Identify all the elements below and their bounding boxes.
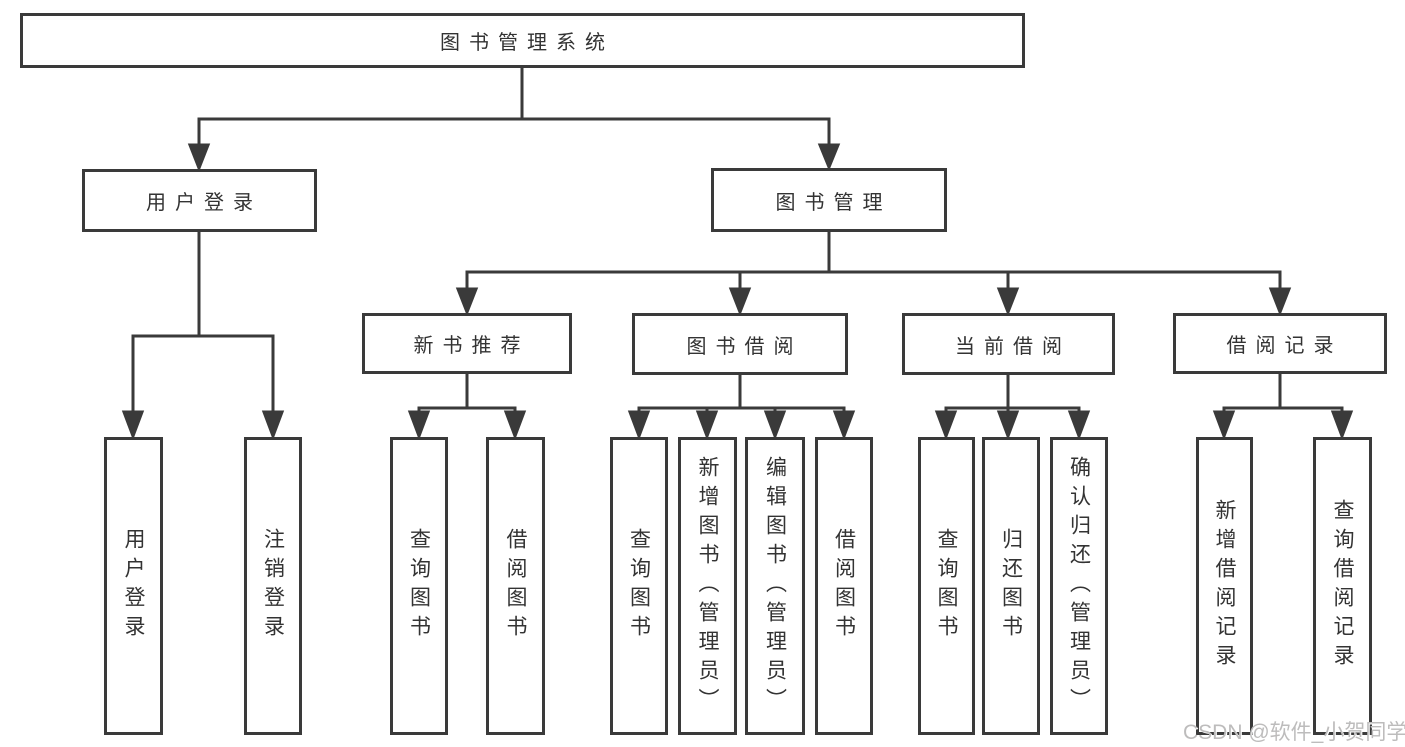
connector-root-to-level2 (187, 68, 841, 173)
leaf-query-borrow-record: 查询借阅记录 (1313, 437, 1372, 735)
node-borrow-records: 借阅记录 (1173, 313, 1387, 374)
node-book-borrow: 图书借阅 (632, 313, 848, 375)
leaf-add-book-admin-label: 新增图书（管理员） (696, 455, 720, 717)
leaf-borrow-books-borrow-label: 借阅图书 (832, 528, 856, 644)
leaf-query-books-current: 查询图书 (918, 437, 975, 735)
leaf-edit-book-admin: 编辑图书（管理员） (745, 437, 805, 735)
leaf-add-book-admin: 新增图书（管理员） (678, 437, 737, 735)
node-user-login-label: 用户登录 (146, 192, 262, 214)
leaf-add-borrow-record: 新增借阅记录 (1196, 437, 1253, 735)
node-book-management: 图书管理 (711, 168, 947, 232)
leaf-query-books-recommend: 查询图书 (390, 437, 448, 735)
connector-book-borrow-to-leaves (627, 375, 856, 441)
leaf-query-borrow-record-label: 查询借阅记录 (1331, 499, 1355, 673)
node-root-label: 图书管理系统 (440, 32, 614, 54)
leaf-edit-book-admin-label: 编辑图书（管理员） (763, 455, 787, 717)
connector-current-borrow-to-leaves (934, 375, 1091, 441)
node-book-borrow-label: 图书借阅 (686, 335, 803, 358)
leaf-borrow-books-borrow: 借阅图书 (815, 437, 873, 735)
leaf-logout-login: 注销登录 (244, 437, 302, 735)
node-new-book-recommend: 新书推荐 (362, 313, 572, 374)
connector-user-login-to-leaves (121, 232, 285, 441)
leaf-return-book: 归还图书 (982, 437, 1040, 735)
leaf-user-login-label: 用户登录 (122, 528, 146, 644)
node-book-management-label: 图书管理 (775, 191, 892, 214)
leaf-query-books-borrow-label: 查询图书 (627, 528, 651, 644)
leaf-user-login: 用户登录 (104, 437, 163, 735)
node-root: 图书管理系统 (20, 13, 1025, 68)
leaf-return-book-label: 归还图书 (999, 528, 1023, 644)
node-borrow-records-label: 借阅记录 (1226, 335, 1343, 357)
leaf-borrow-books-recommend-label: 借阅图书 (504, 528, 528, 644)
csdn-watermark: CSDN @软件_小贺同学 (1183, 721, 1405, 744)
leaf-confirm-return-admin: 确认归还（管理员） (1050, 437, 1108, 735)
leaf-query-books-recommend-label: 查询图书 (407, 528, 431, 644)
connector-borrow-records-to-leaves (1212, 374, 1354, 441)
connector-book-management-to-level3 (455, 232, 1292, 317)
leaf-add-borrow-record-label: 新增借阅记录 (1213, 499, 1237, 673)
leaf-confirm-return-admin-label: 确认归还（管理员） (1067, 455, 1091, 717)
node-new-book-recommend-label: 新书推荐 (413, 335, 530, 357)
node-user-login: 用户登录 (82, 169, 317, 232)
leaf-borrow-books-recommend: 借阅图书 (486, 437, 545, 735)
leaf-query-books-borrow: 查询图书 (610, 437, 668, 735)
node-current-borrow: 当前借阅 (902, 313, 1115, 375)
leaf-logout-login-label: 注销登录 (261, 528, 285, 644)
leaf-query-books-current-label: 查询图书 (935, 528, 959, 644)
node-current-borrow-label: 当前借阅 (955, 335, 1071, 358)
connector-new-book-recommend-to-leaves (407, 374, 527, 441)
